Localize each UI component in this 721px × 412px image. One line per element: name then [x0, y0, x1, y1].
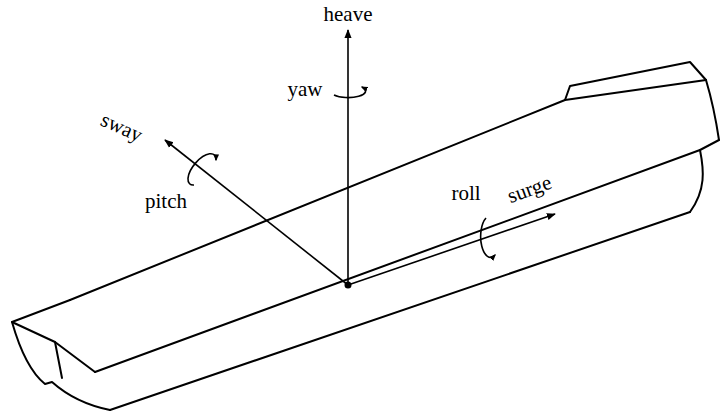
origin-dot — [345, 282, 352, 289]
sway-axis — [165, 140, 348, 285]
deck-edge — [95, 150, 700, 372]
heave-axis — [347, 30, 349, 285]
forecastle — [565, 62, 706, 100]
stern — [12, 322, 110, 410]
bow — [700, 140, 719, 150]
hull-bottom — [110, 212, 690, 410]
motion-axes — [165, 30, 555, 285]
bow — [706, 80, 719, 140]
stern — [12, 300, 95, 372]
motion-label: yaw — [286, 78, 325, 101]
motion-label: roll — [449, 182, 482, 205]
motion-label: sway — [96, 108, 148, 148]
deck-edge — [70, 100, 565, 300]
pitch-arrow — [188, 154, 216, 185]
bow — [690, 150, 703, 212]
yaw-arrow — [334, 87, 366, 98]
ship-hull — [12, 62, 719, 410]
stern — [55, 342, 62, 378]
motion-label: heave — [322, 3, 375, 26]
surge-axis — [348, 214, 555, 285]
motion-label: surge — [503, 171, 557, 209]
motion-label: pitch — [143, 190, 189, 213]
roll-arrow — [481, 218, 495, 257]
forecastle — [565, 80, 706, 100]
